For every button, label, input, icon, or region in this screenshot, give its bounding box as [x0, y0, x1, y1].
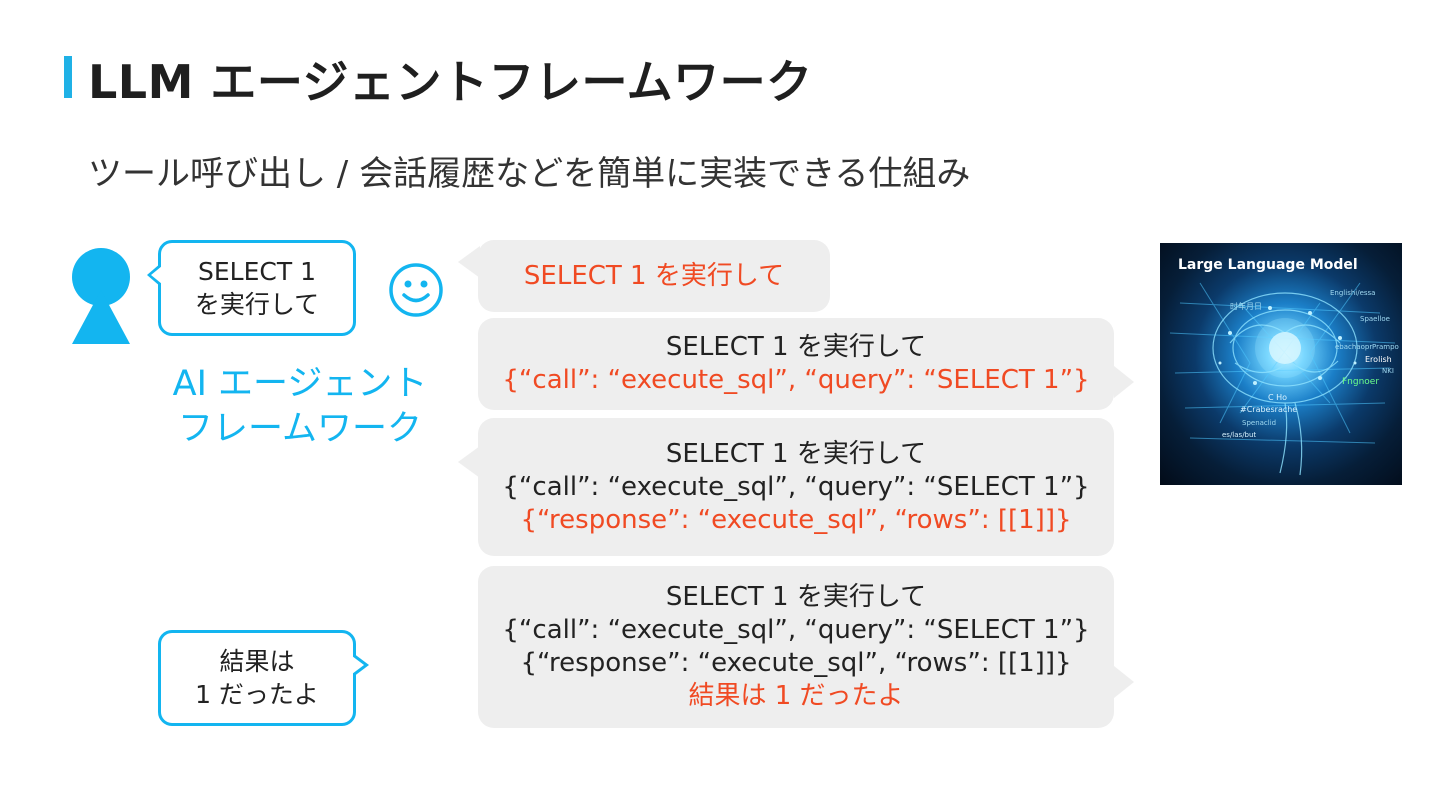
- message-4-line-2: {“call”: “execute_sql”, “query”: “SELECT…: [502, 615, 1090, 645]
- user-result-line-1: 結果は: [219, 647, 295, 676]
- llm-overlay-word: 时年月日: [1230, 302, 1262, 311]
- user-result-bubble: 結果は 1 だったよ: [158, 630, 369, 726]
- message-box-3: SELECT 1 を実行して {“call”: “execute_sql”, “…: [458, 418, 1114, 556]
- page-subtitle: ツール呼び出し / 会話履歴などを簡単に実装できる仕組み: [88, 154, 971, 194]
- brain-illustration: [1169, 282, 1396, 476]
- user-request-line-1: SELECT 1: [198, 257, 316, 286]
- message-2-line-1: SELECT 1 を実行して: [665, 332, 927, 362]
- user-result-line-2: 1 だったよ: [195, 680, 319, 709]
- message-tail: [458, 446, 480, 478]
- framework-label-line-2: フレームワーク: [178, 409, 422, 449]
- message-box-2: SELECT 1 を実行して {“call”: “execute_sql”, “…: [478, 318, 1134, 410]
- bubble-tail-inner: [352, 656, 364, 674]
- llm-image-title: Large Language Model: [1178, 257, 1358, 273]
- llm-overlay-word: Englishi/essa: [1330, 289, 1376, 297]
- user-request-bubble: SELECT 1 を実行して: [147, 240, 356, 336]
- framework-label: AI エージェント フレームワーク: [150, 362, 450, 452]
- framework-label-line-1: AI エージェント: [172, 364, 428, 404]
- llm-overlay-word: C Ho: [1268, 393, 1288, 402]
- llm-overlay-word: Prampo: [1372, 343, 1399, 351]
- llm-overlay-word: Spaelloe: [1360, 315, 1390, 323]
- message-box-1: SELECT 1 を実行して: [458, 240, 830, 312]
- message-3-line-1: SELECT 1 を実行して: [665, 438, 927, 469]
- bubble-tail-inner: [151, 266, 162, 284]
- llm-overlay-word: #Crabesrache: [1240, 405, 1298, 414]
- llm-overlay-word: NKI: [1382, 367, 1394, 375]
- message-box-4: SELECT 1 を実行して {“call”: “execute_sql”, “…: [478, 566, 1134, 728]
- message-1-red-line: SELECT 1 を実行して: [523, 260, 785, 291]
- message-2-red-line: {“call”: “execute_sql”, “query”: “SELECT…: [502, 365, 1090, 395]
- message-3-line-2: {“call”: “execute_sql”, “query”: “SELECT…: [502, 471, 1090, 502]
- message-4-line-3: {“response”: “execute_sql”, “rows”: [[1]…: [520, 648, 1072, 678]
- message-3-red-line: {“response”: “execute_sql”, “rows”: [[1]…: [520, 504, 1072, 535]
- user-request-line-2: を実行して: [194, 290, 320, 319]
- message-4-red-line: 結果は 1 だったよ: [688, 681, 904, 711]
- message-tail: [1114, 666, 1134, 698]
- llm-overlay-word: es/las/but: [1222, 431, 1257, 439]
- title-accent-bar: [64, 56, 72, 98]
- page-title: LLM エージェントフレームワーク: [88, 55, 813, 109]
- llm-brain-image: Large Language Model 时年月日 Englishi/essa …: [1160, 243, 1402, 485]
- message-tail: [1114, 366, 1134, 398]
- user-icon-body: [72, 290, 130, 344]
- llm-overlay-word: Erolish: [1365, 355, 1392, 364]
- llm-overlay-word: Spenaclid: [1242, 419, 1277, 427]
- message-tail: [458, 246, 480, 278]
- llm-overlay-word: ebachaopr: [1335, 343, 1373, 351]
- llm-overlay-word: Fngnoer: [1342, 377, 1380, 387]
- message-4-line-1: SELECT 1 を実行して: [665, 582, 927, 612]
- smiley-icon: [389, 263, 443, 317]
